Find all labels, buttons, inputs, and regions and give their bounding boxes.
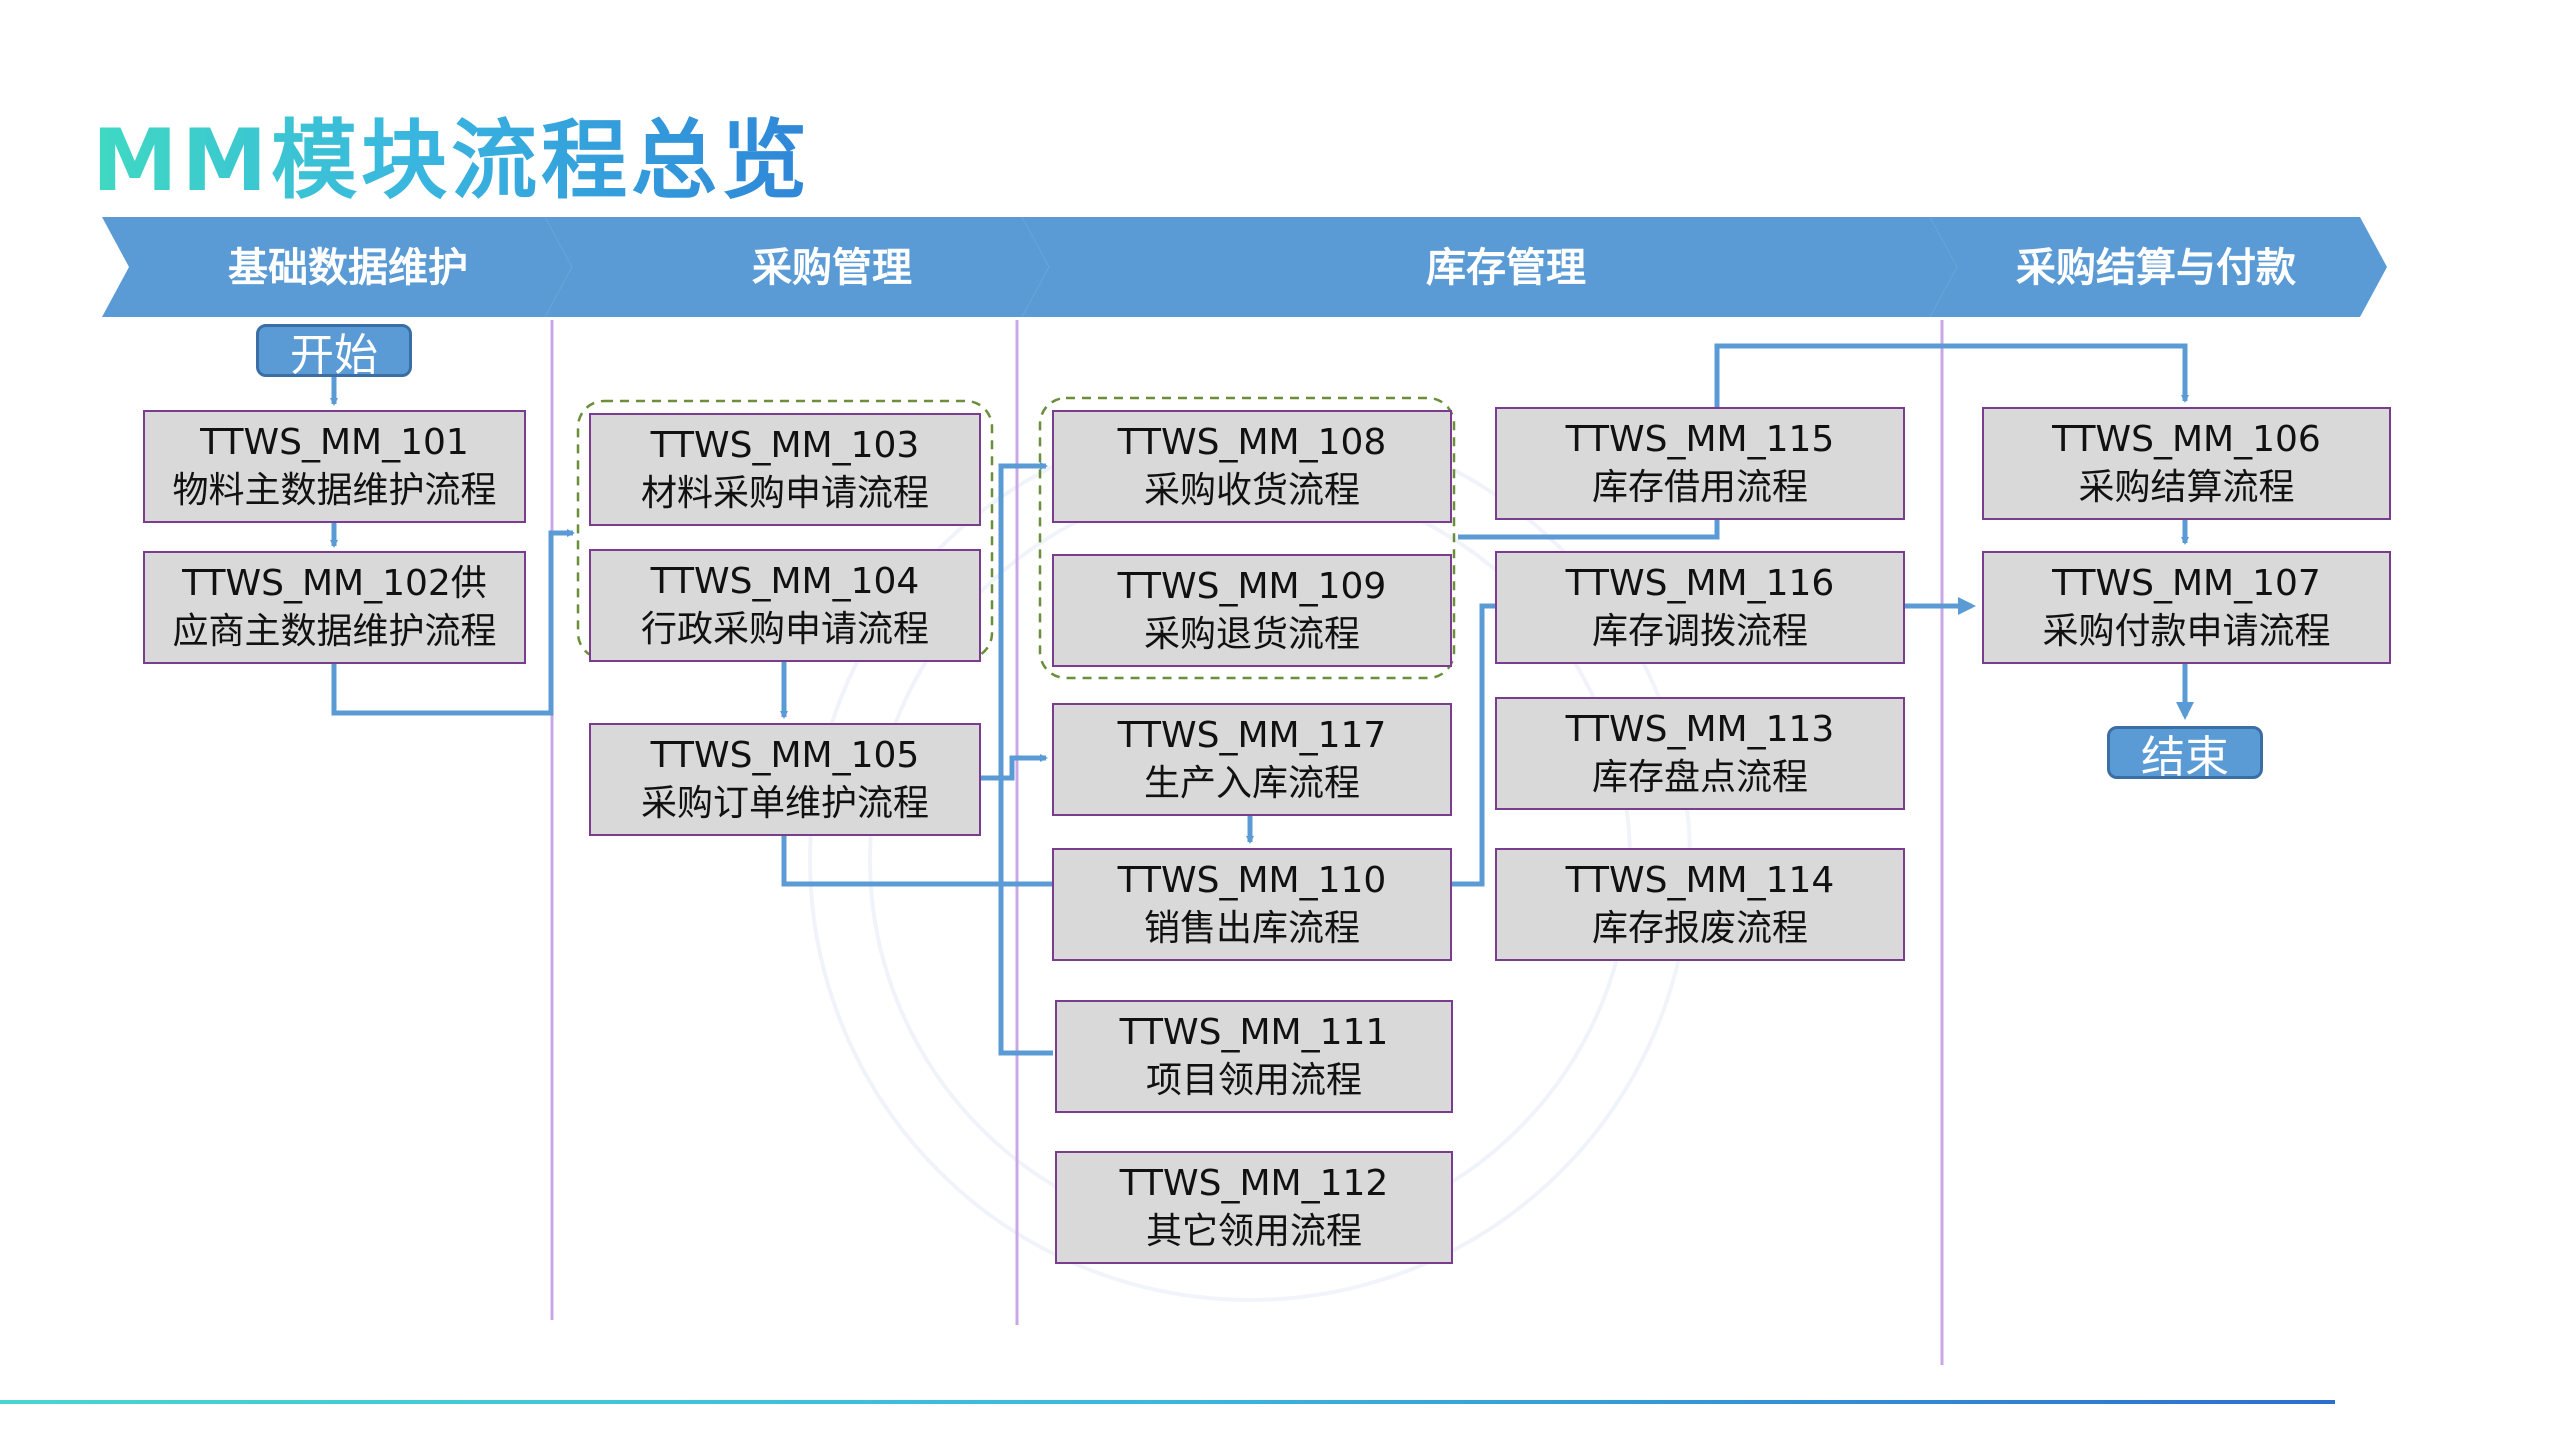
process-name: 采购结算流程	[2078, 466, 2295, 508]
stage-banner: 基础数据维护 采购管理 库存管理 采购结算与付款	[102, 217, 2387, 317]
stage-label-2: 采购管理	[752, 245, 912, 291]
process-code: TTWS_MM_101	[200, 421, 469, 463]
process-name: 库存调拨流程	[1591, 610, 1808, 652]
process-code: TTWS_MM_114	[1565, 859, 1835, 901]
connector-102-group	[331, 529, 575, 716]
process-box-mm102[interactable]: TTWS_MM_102供 应商主数据维护流程	[143, 551, 526, 664]
process-code: TTWS_MM_113	[1565, 708, 1835, 750]
process-box-mm111[interactable]: TTWS_MM_111 项目领用流程	[1055, 1000, 1453, 1113]
process-name: 其它领用流程	[1145, 1210, 1362, 1252]
footer-accent-line	[0, 1400, 2335, 1404]
stage-label-3: 库存管理	[1426, 245, 1586, 291]
stage-chevron-3	[1022, 217, 1957, 317]
process-name: 采购退货流程	[1143, 613, 1360, 655]
process-name: 行政采购申请流程	[640, 608, 929, 650]
process-name: 采购付款申请流程	[2042, 610, 2331, 652]
process-code: TTWS_MM_111	[1119, 1011, 1389, 1053]
process-code: TTWS_MM_106	[2052, 418, 2321, 460]
stage-chevron-1	[102, 217, 572, 317]
group-frame-receipt-return	[1038, 396, 1456, 680]
process-box-mm107[interactable]: TTWS_MM_107 采购付款申请流程	[1982, 551, 2391, 664]
process-code: TTWS_MM_116	[1565, 562, 1835, 604]
process-name: 应商主数据维护流程	[172, 610, 497, 652]
process-name: 材料采购申请流程	[640, 472, 929, 514]
process-box-mm101[interactable]: TTWS_MM_101 物料主数据维护流程	[143, 410, 526, 523]
process-box-mm112[interactable]: TTWS_MM_112 其它领用流程	[1055, 1151, 1453, 1264]
process-code: TTWS_MM_110	[1117, 859, 1387, 901]
process-name: 采购收货流程	[1143, 469, 1360, 511]
process-code: TTWS_MM_103	[650, 424, 920, 466]
process-name: 库存报废流程	[1591, 907, 1808, 949]
process-box-mm105[interactable]: TTWS_MM_105 采购订单维护流程	[589, 723, 981, 836]
process-box-mm103[interactable]: TTWS_MM_103 材料采购申请流程	[589, 413, 981, 526]
connector-111-branch	[998, 778, 1053, 1056]
stage-chevron-2	[545, 217, 1049, 317]
process-box-mm114[interactable]: TTWS_MM_114 库存报废流程	[1495, 848, 1905, 961]
process-code: TTWS_MM_104	[650, 560, 920, 602]
stage-chevron-4	[1930, 217, 2387, 317]
process-code: TTWS_MM_108	[1117, 421, 1387, 463]
page-title: MM模块流程总览	[92, 90, 811, 215]
process-code: TTWS_MM_115	[1565, 418, 1835, 460]
process-name: 生产入库流程	[1143, 762, 1360, 804]
connector-108-106	[1458, 343, 2189, 540]
process-box-mm115[interactable]: TTWS_MM_115 库存借用流程	[1495, 407, 1905, 520]
process-code: TTWS_MM_105	[650, 734, 920, 776]
process-code: TTWS_MM_117	[1117, 714, 1387, 756]
process-name: 库存盘点流程	[1591, 756, 1808, 798]
start-terminal: 开始	[256, 324, 412, 381]
connector-105-108	[980, 462, 1048, 781]
process-name: 物料主数据维护流程	[172, 469, 497, 511]
process-box-mm104[interactable]: TTWS_MM_104 行政采购申请流程	[589, 549, 981, 662]
stage-label-4: 采购结算与付款	[2016, 245, 2296, 291]
process-box-mm110[interactable]: TTWS_MM_110 销售出库流程	[1052, 848, 1452, 961]
stage-label-1: 基础数据维护	[228, 245, 468, 291]
process-name: 库存借用流程	[1591, 466, 1808, 508]
process-box-mm113[interactable]: TTWS_MM_113 库存盘点流程	[1495, 697, 1905, 810]
process-name: 采购订单维护流程	[640, 782, 929, 824]
process-code: TTWS_MM_109	[1117, 565, 1387, 607]
group-frames	[576, 396, 1456, 680]
group-frame-purchase-requests	[576, 399, 994, 661]
process-code: TTWS_MM_102供	[182, 562, 487, 604]
process-box-mm109[interactable]: TTWS_MM_109 采购退货流程	[1052, 554, 1452, 667]
process-name: 销售出库流程	[1143, 907, 1360, 949]
process-code: TTWS_MM_107	[2052, 562, 2321, 604]
end-terminal: 结束	[2107, 726, 2263, 783]
process-box-mm106[interactable]: TTWS_MM_106 采购结算流程	[1982, 407, 2391, 520]
connector-105-117	[980, 754, 1048, 781]
process-code: TTWS_MM_112	[1119, 1162, 1389, 1204]
process-name: 项目领用流程	[1145, 1059, 1362, 1101]
process-box-mm116[interactable]: TTWS_MM_116 库存调拨流程	[1495, 551, 1905, 664]
process-box-mm108[interactable]: TTWS_MM_108 采购收货流程	[1052, 410, 1452, 523]
process-box-mm117[interactable]: TTWS_MM_117 生产入库流程	[1052, 703, 1452, 816]
lane-dividers	[550, 320, 1944, 1365]
